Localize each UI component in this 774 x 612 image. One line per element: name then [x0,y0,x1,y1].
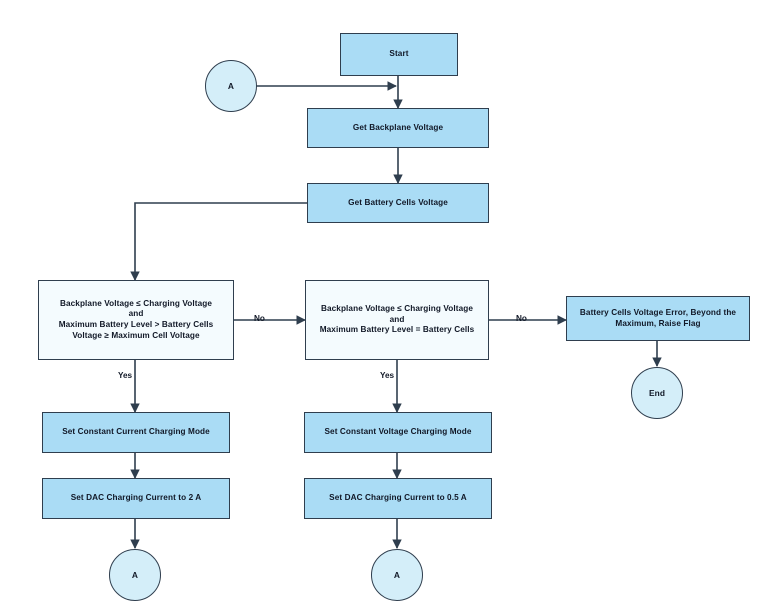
edge-label-yes-1: Yes [118,371,133,380]
node-set-dac-current-2a-label: Set DAC Charging Current to 2 A [70,493,202,503]
decision2-line3: Maximum Battery Level = Battery Cells [319,325,475,335]
connector-a-bottom-left[interactable]: A [109,549,161,601]
node-battery-cells-voltage-error[interactable]: Battery Cells Voltage Error, Beyond the … [566,296,750,341]
node-get-backplane-voltage[interactable]: Get Backplane Voltage [307,108,489,148]
node-start[interactable]: Start [340,33,458,76]
edge-label-no-2: No [516,314,527,323]
connector-a-top-label: A [227,80,235,91]
node-set-dac-current-05a-label: Set DAC Charging Current to 0.5 A [329,493,467,503]
node-set-constant-voltage-mode-label: Set Constant Voltage Charging Mode [324,427,472,437]
edge-get-cells-to-decision1 [130,202,307,281]
decision1-line1: Backplane Voltage ≤ Charging Voltage [59,298,212,308]
node-set-dac-current-05a[interactable]: Set DAC Charging Current to 0.5 A [304,478,492,519]
node-end-label: End [648,387,666,398]
connector-a-bottom-middle-label: A [393,569,401,580]
node-decision-constant-current[interactable]: Backplane Voltage ≤ Charging Voltage and… [38,280,234,360]
node-set-constant-current-mode-label: Set Constant Current Charging Mode [62,427,210,437]
node-set-constant-current-mode[interactable]: Set Constant Current Charging Mode [42,412,230,453]
decision1-line4: Voltage ≥ Maximum Cell Voltage [72,330,200,340]
node-get-battery-cells-voltage[interactable]: Get Battery Cells Voltage [307,183,489,223]
error-line1: Battery Cells Voltage Error, Beyond the [579,307,737,317]
edge-label-yes-2: Yes [380,371,395,380]
node-set-constant-voltage-mode[interactable]: Set Constant Voltage Charging Mode [304,412,492,453]
connector-a-top[interactable]: A [205,60,257,112]
connector-a-bottom-middle[interactable]: A [371,549,423,601]
decision1-line3: Maximum Battery Level > Battery Cells [58,320,214,329]
connector-a-bottom-left-label: A [131,569,139,580]
node-start-label: Start [389,49,409,59]
edge-label-no-1: No [254,314,265,323]
decision2-line1: Backplane Voltage ≤ Charging Voltage [320,304,473,314]
decision1-line2: and [128,309,144,319]
node-get-battery-cells-voltage-label: Get Battery Cells Voltage [348,197,448,207]
decision2-line2: and [389,314,405,324]
node-decision-constant-voltage[interactable]: Backplane Voltage ≤ Charging Voltage and… [305,280,489,360]
node-end[interactable]: End [631,367,683,419]
error-line2: Maximum, Raise Flag [615,318,701,328]
node-set-dac-current-2a[interactable]: Set DAC Charging Current to 2 A [42,478,230,519]
node-get-backplane-voltage-label: Get Backplane Voltage [352,122,444,132]
